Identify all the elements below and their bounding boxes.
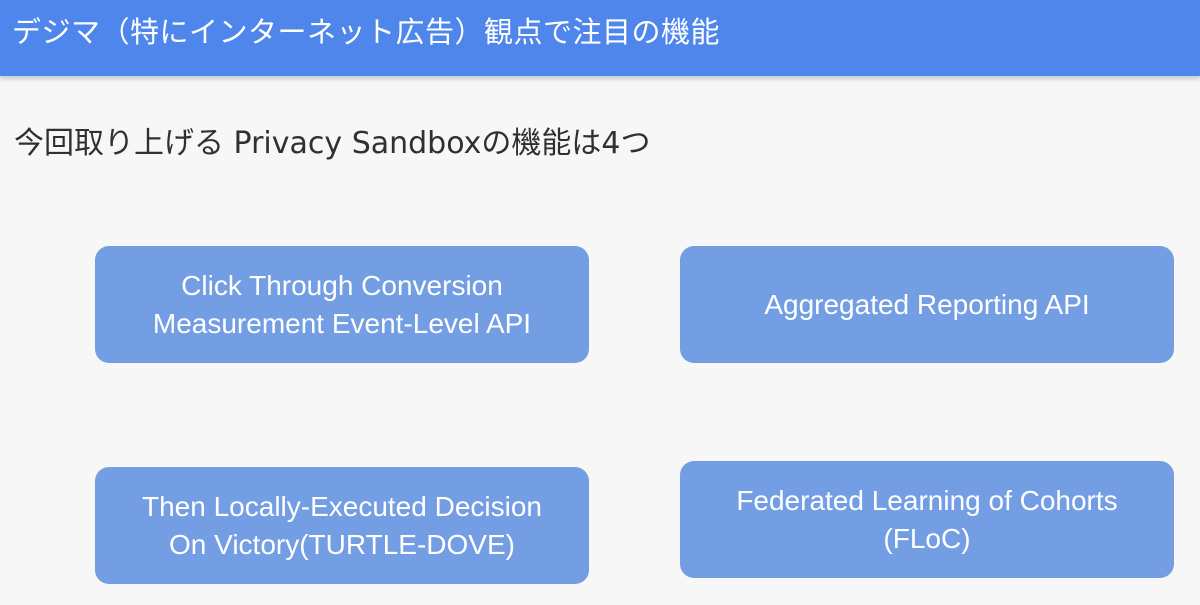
slide-header: デジマ（特にインターネット広告）観点で注目の機能	[0, 0, 1200, 76]
feature-card-line: Then Locally-Executed Decision	[142, 490, 542, 522]
feature-card-line: Click Through Conversion	[181, 269, 503, 301]
slide-subtitle: 今回取り上げる Privacy Sandboxの機能は4つ	[14, 126, 651, 161]
feature-card-line: Aggregated Reporting API	[764, 288, 1090, 320]
feature-card-turtledove: Then Locally-Executed Decision On Victor…	[95, 467, 589, 584]
feature-card-line: Measurement Event-Level API	[152, 307, 532, 339]
feature-card-line: On Victory(TURTLE-DOVE)	[169, 528, 515, 560]
feature-card-conversion-measurement: Click Through Conversion Measurement Eve…	[95, 246, 589, 363]
feature-card-aggregated-reporting: Aggregated Reporting API	[680, 246, 1174, 363]
feature-card-floc: Federated Learning of Cohorts (FLoC)	[680, 461, 1174, 578]
feature-card-line: Federated Learning of Cohorts	[736, 484, 1118, 516]
feature-card-line: (FLoC)	[883, 522, 971, 554]
slide-title: デジマ（特にインターネット広告）観点で注目の機能	[12, 15, 721, 49]
